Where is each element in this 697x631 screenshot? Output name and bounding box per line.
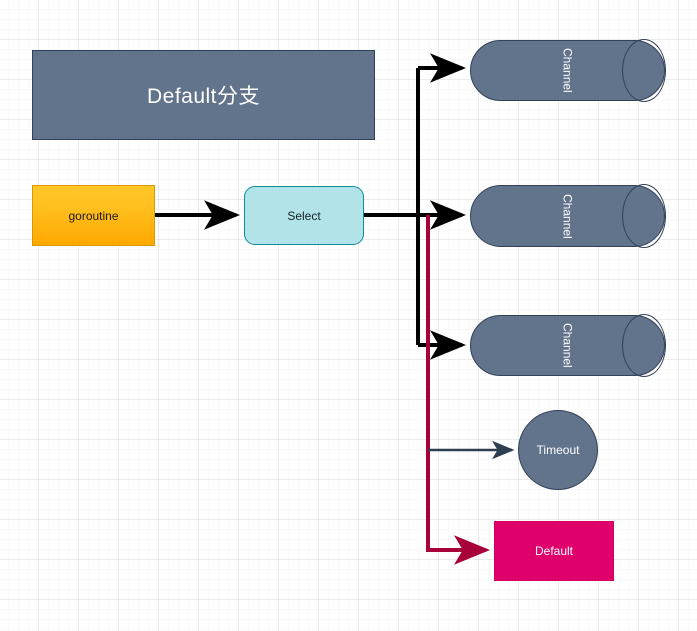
node-timeout[interactable]: Timeout — [518, 410, 598, 490]
node-goroutine[interactable]: goroutine — [32, 185, 155, 246]
node-select[interactable]: Select — [244, 186, 364, 245]
node-channel-3[interactable]: Channel — [470, 314, 666, 377]
node-channel-2-label: Channel — [560, 193, 575, 239]
node-timeout-label: Timeout — [536, 443, 580, 457]
node-channel-2[interactable]: Channel — [470, 184, 666, 248]
node-goroutine-label: goroutine — [68, 208, 119, 223]
node-channel-3-label: Channel — [560, 323, 575, 368]
node-channel-1[interactable]: Channel — [470, 39, 666, 102]
title-banner-label: Default分支 — [146, 85, 261, 108]
node-default[interactable]: Default — [494, 521, 614, 581]
cylinder-cap — [622, 314, 666, 377]
node-select-label: Select — [287, 208, 321, 223]
cylinder-cap — [622, 184, 666, 248]
cylinder-cap — [622, 39, 666, 102]
node-channel-1-label: Channel — [560, 48, 575, 93]
node-default-label: Default — [534, 544, 574, 558]
title-banner[interactable]: Default分支 — [32, 50, 375, 140]
edge-select-to-default — [426, 215, 490, 565]
